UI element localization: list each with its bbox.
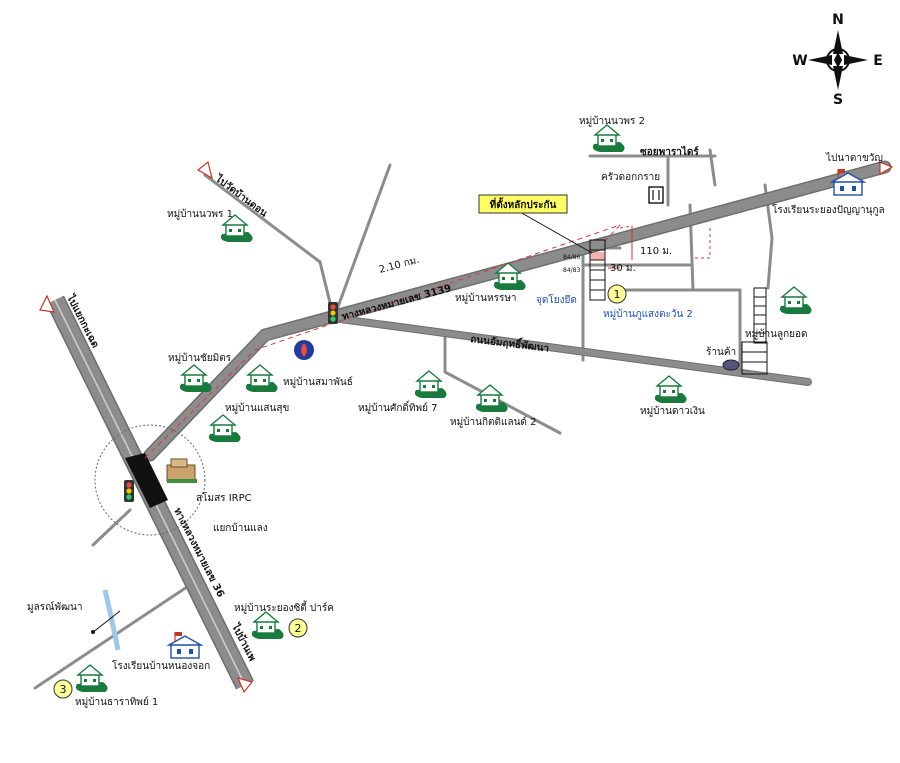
label-daongoen: หมู่บ้านดาวเงิน	[640, 405, 705, 417]
label-nawaphon2: หมู่บ้านนวพร 2	[579, 115, 645, 127]
restaurant-icon	[648, 186, 664, 204]
house-icon-lukyot	[779, 286, 813, 315]
compass-s: S	[833, 92, 843, 108]
gas-station-icon	[294, 340, 314, 360]
route-dashed-line	[144, 224, 621, 459]
main-location-box	[478, 194, 568, 214]
label-intersection-ban-laeng: แยกบ้านแลง	[213, 522, 268, 534]
plot-outline	[589, 239, 768, 375]
plot-highlight	[590, 252, 605, 260]
road-sunphattana	[33, 583, 192, 690]
route-dashed-line-2	[619, 225, 633, 258]
label-sunphattana: มูลรณ์พัฒนา	[27, 601, 82, 613]
label-tharathip1: หมู่บ้านธาราทิพย์ 1	[75, 696, 158, 708]
traffic-light-icon	[328, 302, 338, 324]
label-to-na-ta-khwan: ไปนาตาขวัญ	[825, 152, 883, 164]
label-rayong-school: โรงเรียนระยองปัญญานุกูล	[772, 203, 885, 216]
road-ban-laeng-w	[91, 508, 132, 547]
svg-text:1: 1	[614, 288, 621, 301]
label-kittiland2: หมู่บ้านกิตติแลนด์ 2	[450, 416, 536, 428]
house-icon-chayamit	[179, 364, 213, 393]
label-plot-a: 84/86	[563, 254, 580, 261]
arrow-to-kra-chao	[39, 294, 55, 313]
arrow-to-na-ta-khwan	[879, 161, 894, 176]
house-icon-daongoen	[654, 375, 688, 404]
pointer-line	[519, 211, 593, 254]
intersection-circle	[94, 424, 206, 536]
label-distance-30m: 30 ม.	[610, 263, 636, 274]
compass-e: E	[873, 53, 883, 69]
shop-icon	[722, 359, 740, 371]
house-icon-samaphan	[245, 364, 279, 393]
road-north-spur	[333, 163, 392, 317]
house-icon-city-park	[251, 611, 285, 640]
route-dashed-line-3	[695, 228, 711, 259]
school-icon	[829, 169, 867, 196]
marker-1: 1	[607, 284, 627, 304]
house-icon-saensuk	[208, 414, 242, 443]
route-3139-road	[143, 160, 892, 462]
svg-text:3: 3	[60, 683, 67, 696]
traffic-light-icon	[124, 480, 134, 502]
label-nawaphon1: หมู่บ้านนวพร 1	[167, 208, 233, 220]
anamrit-road	[329, 314, 812, 386]
arrow-to-ban-phe	[236, 677, 254, 694]
club-building-icon	[166, 458, 197, 483]
label-city-park: หมู่บ้านระยองซิตี้ ปาร์ค	[234, 600, 334, 614]
label-chayamit: หมู่บ้านชัยมิตร	[168, 352, 232, 364]
compass-w: W	[792, 53, 807, 69]
label-route-3139: ทางหลวงหมายเลข 3139	[341, 283, 453, 323]
school-icon	[166, 632, 204, 659]
label-plot-b: 84/83	[563, 267, 580, 274]
label-nong-jok-school: โรงเรียนบ้านหนองจอก	[112, 659, 210, 672]
label-samaphan: หมู่บ้านสมาพันธ์	[283, 376, 353, 388]
road-to-ban-don	[203, 173, 322, 264]
marker-2: 2	[288, 618, 308, 638]
overpass-segment	[125, 453, 168, 508]
main-location-label: ที่ตั้งหลักประกัน	[490, 197, 557, 211]
label-sakthip7: หมู่บ้านศักดิ์ทิพย์ 7	[358, 400, 437, 414]
label-jut-yot: จุดโยงยึด	[536, 293, 577, 306]
label-distance-2-10km: 2.10 กม.	[378, 255, 421, 276]
arrow-to-ban-don	[196, 160, 213, 180]
canal	[102, 589, 121, 651]
bridge	[91, 610, 121, 634]
house-icon-tharathip	[75, 664, 109, 693]
compass-rose	[808, 30, 868, 90]
marker-3: 3	[53, 679, 73, 699]
label-soi-paradise: ซอยพาราไดร์	[640, 145, 699, 158]
label-saensuk: หมู่บ้านแสนสุข	[225, 402, 289, 414]
house-icon-kittiland2	[475, 384, 509, 413]
soi-paradise-join	[708, 148, 717, 187]
compass-n: N	[832, 12, 844, 28]
label-hansa: หมู่บ้านหรรษา	[455, 292, 517, 304]
svg-text:2: 2	[295, 622, 302, 635]
label-irpc-club: สโมสร IRPC	[196, 491, 252, 504]
label-anamrit-road: ถนนอัมฤทธิ์พัฒนา	[470, 331, 550, 355]
label-phu-saeng: หมู่บ้านภูแสงตะวัน 2	[603, 308, 693, 320]
label-luk-yot: หมู่บ้านลูกยอด	[745, 328, 808, 340]
road-lukyot-2	[766, 236, 774, 290]
house-icon-sakthip7	[414, 370, 448, 399]
label-kruadokkrai: ครัวดอกกราย	[601, 172, 660, 183]
label-shop: ร้านค้า	[706, 346, 736, 358]
label-distance-110m: 110 ม.	[640, 246, 672, 257]
house-icon-nawaphon2	[592, 124, 626, 153]
